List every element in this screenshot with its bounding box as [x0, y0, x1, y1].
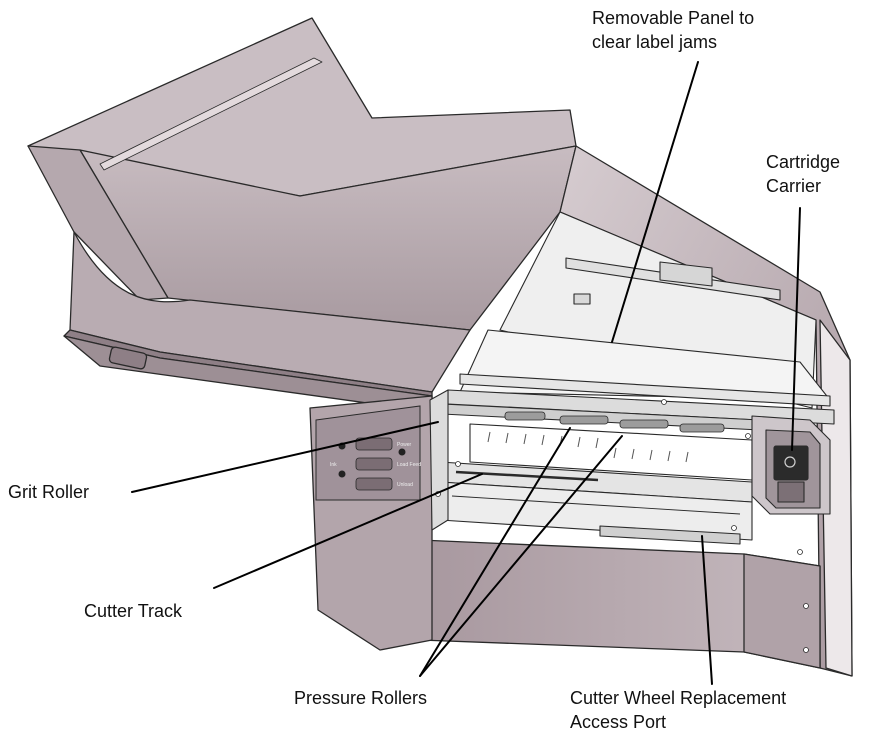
screws [435, 399, 809, 653]
load-feed-button-label: Load Feed [397, 462, 421, 468]
power-button[interactable] [355, 437, 393, 451]
label-strip-ticks [487, 431, 689, 463]
cutter-wheel-port-label: Cutter Wheel Replacement Access Port [570, 686, 786, 734]
unload-button-label: Unload [397, 482, 413, 488]
power-led [398, 448, 406, 456]
cartridge-carrier-label-line2: Carrier [766, 176, 822, 196]
status-led-bottom [338, 470, 346, 478]
cartridge-carrier-label: Cartridge Carrier [766, 150, 840, 198]
pressure-rollers-label-text: Pressure Rollers [294, 688, 428, 708]
power-button-label: Power [397, 442, 412, 448]
removable-panel-label: Removable Panel to clear label jams [592, 6, 754, 54]
cartridge-carrier-label-line1: Cartridge [766, 152, 841, 172]
leader-cutter-wheel-port [701, 535, 713, 685]
leader-pressure-rollers-1 [419, 427, 571, 677]
cutter-wheel-port-label-line1: Cutter Wheel Replacement [570, 688, 787, 708]
leader-cartridge-carrier [791, 207, 801, 451]
control-panel: Power Load Feed Unload Ink [315, 405, 421, 501]
grit-roller-label-text: Grit Roller [8, 482, 90, 502]
removable-panel-label-line2: clear label jams [592, 32, 718, 52]
leader-grit-roller [131, 421, 439, 493]
cutter-track-label-text: Cutter Track [84, 601, 183, 621]
leader-lines [131, 61, 801, 685]
unload-button[interactable] [355, 477, 393, 491]
print-mechanism [429, 211, 835, 545]
load-feed-button[interactable] [355, 457, 393, 471]
output-tray [27, 17, 577, 413]
pressure-rollers-label: Pressure Rollers [294, 686, 427, 710]
ink-led-label: Ink [330, 462, 337, 468]
cutter-wheel-access-port [599, 525, 741, 545]
leader-cutter-track [213, 473, 483, 589]
removable-panel-label-line1: Removable Panel to [592, 8, 755, 28]
leader-pressure-rollers-2 [419, 435, 623, 677]
cartridge-carrier [751, 415, 831, 515]
cutter-wheel-port-label-line2: Access Port [570, 712, 667, 732]
pressure-rollers [504, 411, 725, 433]
leader-removable-panel [611, 61, 699, 343]
cutter-track-label: Cutter Track [84, 599, 182, 623]
grit-roller-label: Grit Roller [8, 480, 89, 504]
